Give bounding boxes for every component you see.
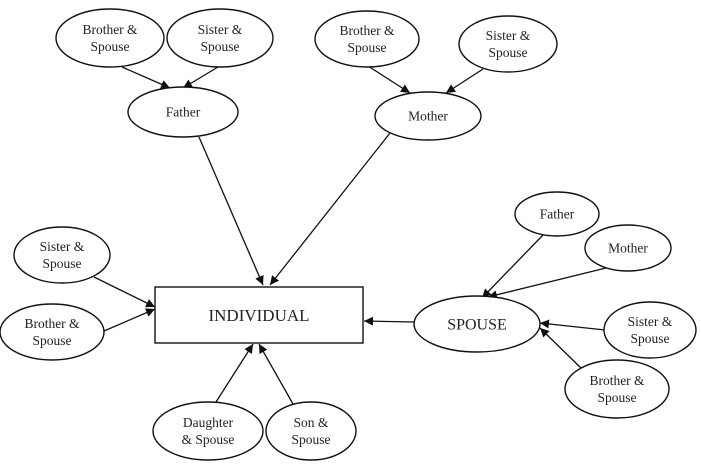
node-label: Spouse xyxy=(291,432,330,447)
node-ellipse xyxy=(13,226,111,284)
node-label: Spouse xyxy=(200,39,239,54)
node-label: Brother & xyxy=(589,373,645,388)
node-label: Sister & xyxy=(628,314,673,329)
edge-ind-sister-to-individual xyxy=(93,276,156,308)
node-spouse-father: Father xyxy=(514,191,600,237)
node-ellipse xyxy=(584,224,672,272)
edge-son-to-individual xyxy=(258,343,294,405)
node-label: Mother xyxy=(408,109,448,124)
node-spouse-sister: Sister & Spouse xyxy=(603,301,697,359)
node-label: Brother & xyxy=(24,316,80,331)
node-ellipse xyxy=(458,15,558,73)
node-label: Spouse xyxy=(42,256,81,271)
node-label: Father xyxy=(166,105,201,120)
node-ellipse xyxy=(564,359,670,419)
node-father-brother: Brother & Spouse xyxy=(55,8,165,68)
node-daughter: Daughter & Spouse xyxy=(152,401,264,461)
node-mother-sister: Sister & Spouse xyxy=(458,15,558,73)
node-label: Sister & xyxy=(486,28,531,43)
edge-spouse-to-individual xyxy=(363,316,415,326)
node-label: SPOUSE xyxy=(447,317,507,334)
node-ellipse xyxy=(413,295,541,353)
edge-mother-sister-to-mother xyxy=(445,68,484,94)
edge-spouse-father-to-spouse xyxy=(481,234,544,299)
node-father-sister: Sister & Spouse xyxy=(166,8,274,68)
node-ellipse xyxy=(374,91,482,141)
node-label: Mother xyxy=(608,241,648,256)
node-label: Sister & xyxy=(40,239,85,254)
node-mother-brother: Brother & Spouse xyxy=(314,10,420,68)
node-label: Son & xyxy=(294,415,329,430)
edge-spouse-sister-to-spouse xyxy=(539,319,606,331)
node-ellipse xyxy=(55,8,165,68)
node-spouse-mother: Mother xyxy=(584,224,672,272)
node-label: Father xyxy=(540,207,575,222)
node-box xyxy=(154,286,364,344)
node-ellipse xyxy=(0,303,105,361)
node-label: Spouse xyxy=(90,39,129,54)
edge-spouse-brother-to-spouse xyxy=(539,327,583,370)
node-spouse-brother: Brother & Spouse xyxy=(564,359,670,419)
node-label: Spouse xyxy=(630,331,669,346)
edge-father-brother-to-father xyxy=(121,66,171,89)
edge-father-to-individual xyxy=(198,136,264,286)
node-individual: INDIVIDUAL xyxy=(154,286,364,344)
node-ellipse xyxy=(166,8,274,68)
edge-spouse-mother-to-spouse xyxy=(487,267,607,300)
node-label: Brother & xyxy=(82,22,138,37)
node-ind-sister: Sister & Spouse xyxy=(13,226,111,284)
node-label: Spouse xyxy=(597,390,636,405)
node-label: & Spouse xyxy=(182,432,235,447)
node-label: Sister & xyxy=(198,22,243,37)
node-ellipse xyxy=(265,401,357,461)
node-ellipse xyxy=(314,10,420,68)
node-ind-brother: Brother & Spouse xyxy=(0,303,105,361)
node-label: Daughter xyxy=(183,415,234,430)
node-label: Brother & xyxy=(339,23,395,38)
edge-mother-to-individual xyxy=(269,132,391,286)
node-label: Spouse xyxy=(347,40,386,55)
node-label: Spouse xyxy=(488,45,527,60)
edge-mother-brother-to-mother xyxy=(367,65,411,94)
node-label: Spouse xyxy=(32,333,71,348)
node-mother: Mother xyxy=(374,91,482,141)
edge-ind-brother-to-individual xyxy=(103,308,156,332)
node-son: Son & Spouse xyxy=(265,401,357,461)
edge-father-sister-to-father xyxy=(182,66,219,89)
node-father: Father xyxy=(127,86,239,138)
edge-daughter-to-individual xyxy=(215,343,254,403)
node-ellipse xyxy=(127,86,239,138)
node-ellipse xyxy=(603,301,697,359)
node-spouse: SPOUSE xyxy=(413,295,541,353)
node-ellipse xyxy=(514,191,600,237)
node-ellipse xyxy=(152,401,264,461)
node-label: INDIVIDUAL xyxy=(208,306,309,325)
